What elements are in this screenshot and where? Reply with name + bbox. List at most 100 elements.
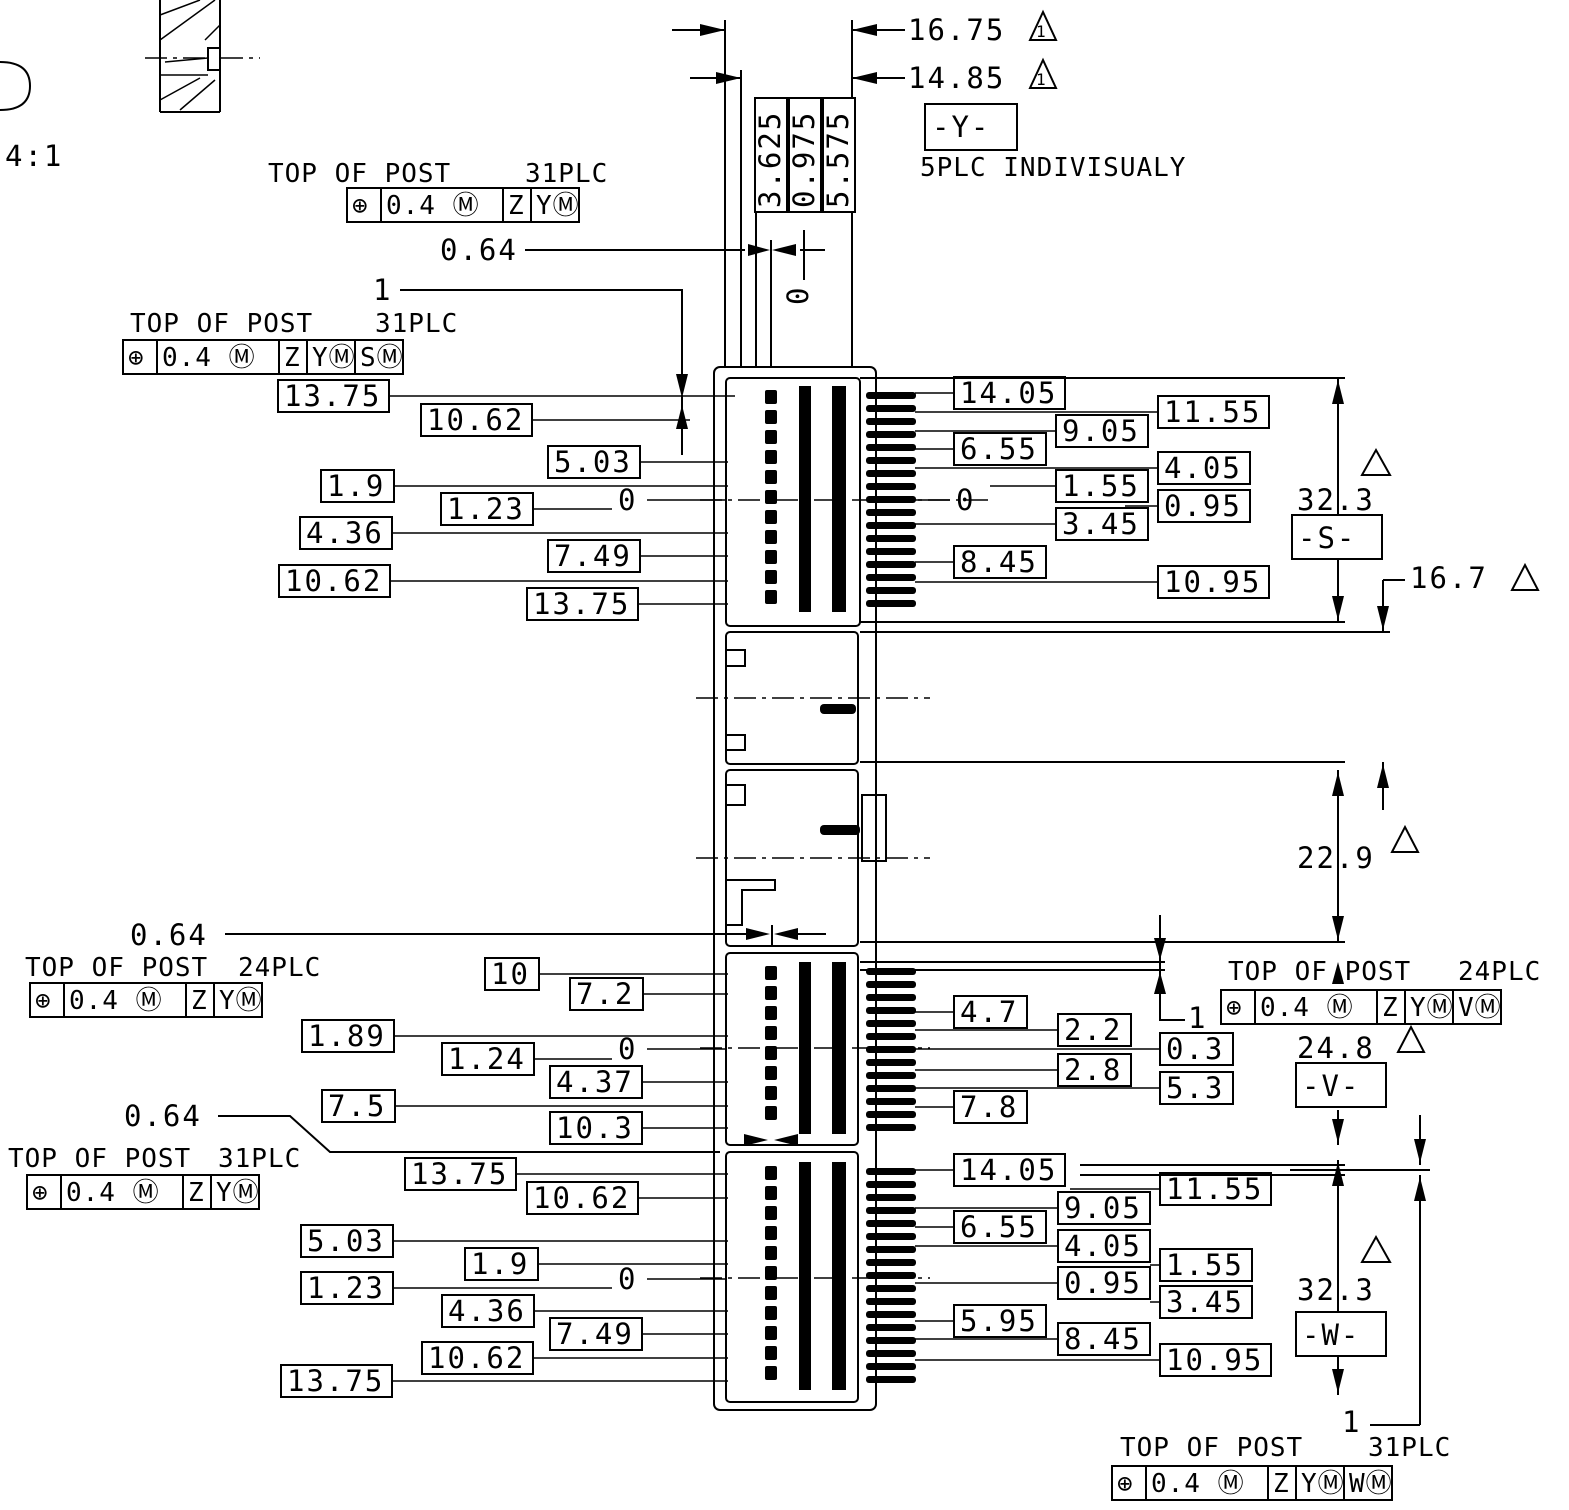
fcf-cell-text: Z bbox=[188, 1178, 205, 1208]
bot-right-5: 4.05 bbox=[915, 1229, 1151, 1263]
bot-left-3-text: 5.03 bbox=[307, 1224, 385, 1258]
mid-left-2-text: 7.2 bbox=[576, 977, 634, 1011]
pitch-mid: 0.64 bbox=[130, 918, 208, 952]
mid-left-1: 10 bbox=[484, 957, 728, 991]
pin-row-a bbox=[765, 410, 777, 424]
bot-right-6-text: 1.55 bbox=[1166, 1248, 1244, 1282]
pin-lead bbox=[866, 1181, 916, 1188]
bot-right-4: 6.55 bbox=[915, 1210, 1047, 1244]
mid-right-3: 0.3 bbox=[915, 1032, 1234, 1066]
bot-right-5-text: 4.05 bbox=[1064, 1229, 1142, 1263]
left-dim-5-text: 1.23 bbox=[447, 492, 525, 526]
right-dim-7: 0.95 bbox=[1125, 489, 1251, 523]
pin-row-a bbox=[765, 570, 777, 584]
fcf-cell bbox=[1267, 1465, 1297, 1501]
mid-right-6-text: 7.8 bbox=[960, 1090, 1018, 1124]
pin-lead bbox=[866, 587, 916, 594]
pin-field bbox=[765, 386, 916, 1390]
bot-left-zero: 0 bbox=[618, 1262, 726, 1296]
mid-left-2: 7.2 bbox=[569, 977, 728, 1011]
fcf-cell-text: YⓂ bbox=[1301, 1469, 1345, 1499]
fcf-count: 31PLC bbox=[1368, 1433, 1451, 1463]
bot-right-2: 11.55 bbox=[1070, 1172, 1272, 1206]
fcf-cell-text: YⓂ bbox=[216, 1178, 260, 1208]
fcf-cell-text: ⊕ bbox=[352, 191, 369, 221]
mid-right-4: 2.8 bbox=[915, 1053, 1132, 1087]
mid-left-6: 7.5 bbox=[321, 1089, 728, 1123]
mid-right-1-text: 4.7 bbox=[960, 995, 1018, 1029]
fcf-cell bbox=[26, 1174, 62, 1210]
bot-right-3-text: 9.05 bbox=[1064, 1191, 1142, 1225]
pin-lead bbox=[866, 1085, 916, 1092]
fcf-cell-text: YⓂ bbox=[219, 986, 263, 1016]
pin-row-a bbox=[765, 470, 777, 484]
fcf-cell-text: 0.4 Ⓜ bbox=[386, 191, 480, 221]
pin-row-a bbox=[765, 550, 777, 564]
pin-row-a bbox=[765, 430, 777, 444]
pin-lead bbox=[866, 444, 916, 451]
pin-lead bbox=[866, 1111, 916, 1118]
right-dim-10-text: 10.95 bbox=[1164, 565, 1261, 599]
pin-row-a bbox=[765, 1006, 777, 1020]
fcf-cell-text: Z bbox=[508, 191, 525, 221]
mid-left-5: 4.37 bbox=[549, 1065, 728, 1099]
bot-right-7: 0.95 bbox=[915, 1266, 1151, 1300]
mid-right-4-text: 2.8 bbox=[1064, 1053, 1122, 1087]
pin-lead bbox=[866, 1376, 916, 1383]
right-dimensions: 32.3 -S- 16.7 22.9 24.8 -V- 32.3 -W- 1 bbox=[860, 377, 1540, 1426]
pin-lead bbox=[866, 1007, 916, 1014]
right-zero-1-text: 0 bbox=[956, 483, 975, 517]
right-dim-7-text: 0.95 bbox=[1164, 489, 1242, 523]
pin-row-a bbox=[765, 1046, 777, 1060]
fcf-cell bbox=[210, 1174, 260, 1210]
view-letter-mark bbox=[0, 61, 32, 111]
datum-w: -W- bbox=[1302, 1318, 1360, 1352]
pin-lead bbox=[866, 1363, 916, 1370]
right-dim-3-text: 9.05 bbox=[1062, 414, 1140, 448]
rev-mark: 1 bbox=[1036, 70, 1047, 89]
fcf-cell bbox=[502, 187, 532, 223]
fcf-cell bbox=[63, 982, 187, 1018]
mid-left-5-text: 4.37 bbox=[556, 1065, 634, 1099]
fcf-cell-text: 0.4 Ⓜ bbox=[162, 343, 256, 373]
pin-row-a bbox=[765, 450, 777, 464]
pin-row-a bbox=[765, 590, 777, 604]
pin-lead bbox=[866, 418, 916, 425]
fcf-cell bbox=[354, 339, 404, 375]
rev-triangle bbox=[1028, 9, 1058, 89]
pin-lead bbox=[866, 1285, 916, 1292]
dim-16-7: 16.7 bbox=[1410, 561, 1488, 595]
mid-right-2-text: 2.2 bbox=[1064, 1013, 1122, 1047]
pin-row-a bbox=[765, 1306, 777, 1320]
fcf-cell-text: Z bbox=[284, 343, 301, 373]
pin-lead bbox=[866, 1207, 916, 1214]
top-dimensions: 16.75 14.85 1 1 3.625 0.975 5.575 -Y- 5P… bbox=[440, 9, 1185, 367]
bot-left-1-text: 13.75 bbox=[411, 1157, 508, 1191]
bot-left-1: 13.75 bbox=[404, 1157, 728, 1191]
bot-left-2-text: 10.62 bbox=[533, 1181, 630, 1215]
fcf-count: 24PLC bbox=[238, 953, 321, 983]
left-dim-3: 5.03 bbox=[547, 445, 728, 479]
right-dim-6: 1.55 bbox=[990, 469, 1149, 503]
pin-lead bbox=[866, 548, 916, 555]
fcf-cell-text: SⓂ bbox=[360, 343, 404, 373]
pin-row-a bbox=[765, 1066, 777, 1080]
right-dim-8-text: 3.45 bbox=[1062, 507, 1140, 541]
leader-1-bottom: 1 bbox=[1342, 1405, 1361, 1439]
pin-row-a bbox=[765, 510, 777, 524]
bot-left-8: 10.62 bbox=[421, 1341, 728, 1375]
fcf-cell-text: ⊕ bbox=[32, 1178, 49, 1208]
fcf-cell bbox=[1343, 1465, 1393, 1501]
right-dim-4: 6.55 bbox=[915, 432, 1047, 466]
pin-row-a bbox=[765, 1266, 777, 1280]
fcf-cell-text: Z bbox=[1382, 993, 1399, 1023]
dim-16-75: 16.75 bbox=[908, 13, 1005, 47]
pin-row-b bbox=[799, 1162, 811, 1390]
pin-lead bbox=[866, 457, 916, 464]
bot-right-10: 8.45 bbox=[915, 1322, 1151, 1356]
right-dim-9: 8.45 bbox=[915, 545, 1047, 579]
pin-row-b bbox=[799, 386, 811, 612]
